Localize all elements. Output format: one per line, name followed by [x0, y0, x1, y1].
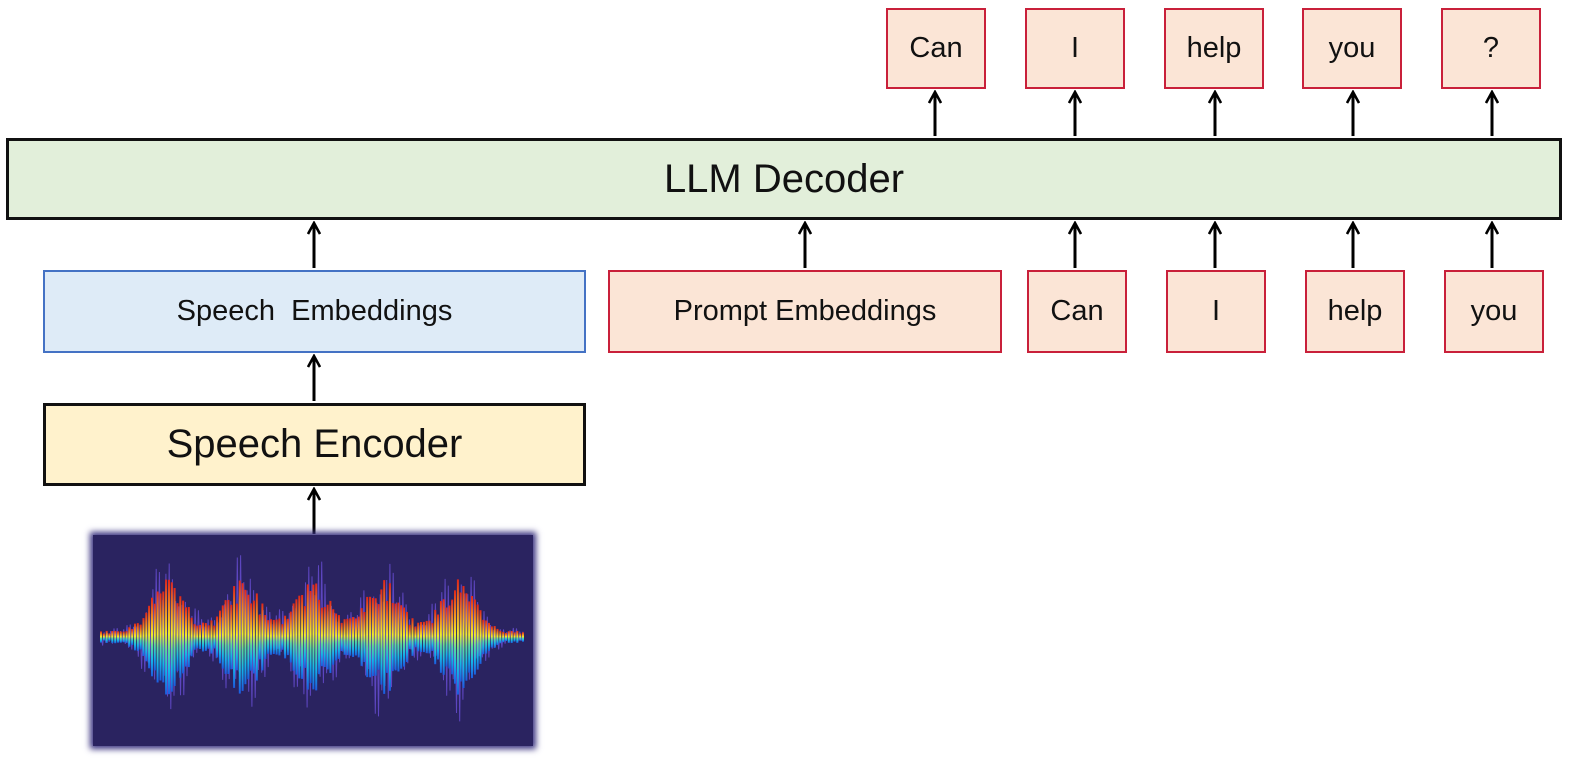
waveform-graphic	[100, 555, 524, 722]
speech-embeddings-block: Speech Embeddings	[43, 270, 586, 353]
output-token-you: you	[1302, 8, 1402, 89]
input-token-i: I	[1166, 270, 1266, 353]
output-token-help: help	[1164, 8, 1264, 89]
input-token-help: help	[1305, 270, 1405, 353]
output-token-can: Can	[886, 8, 986, 89]
input-token-can: Can	[1027, 270, 1127, 353]
input-token-you: you	[1444, 270, 1544, 353]
output-token-question: ?	[1441, 8, 1541, 89]
audio-waveform-icon	[93, 535, 533, 746]
output-token-i: I	[1025, 8, 1125, 89]
prompt-embeddings-block: Prompt Embeddings	[608, 270, 1002, 353]
llm-decoder-block: LLM Decoder	[6, 138, 1562, 220]
speech-encoder-block: Speech Encoder	[43, 403, 586, 486]
